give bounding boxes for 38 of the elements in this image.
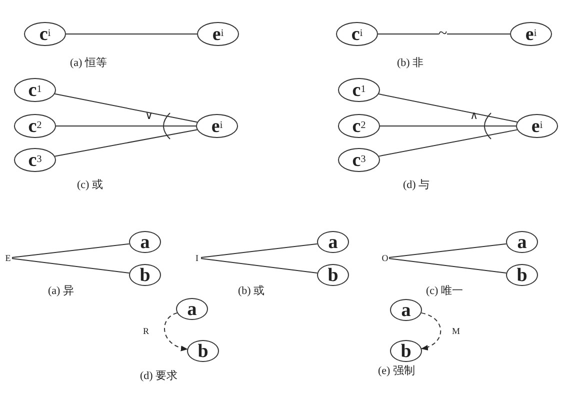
connector-line: [11, 258, 130, 274]
arrow: [420, 312, 442, 350]
connector-line: [54, 129, 198, 157]
connector-line: [200, 243, 318, 258]
connector-line: [388, 258, 507, 274]
node-ellipse: a: [390, 299, 422, 321]
caption: (a) 恒等: [70, 58, 107, 69]
caption: (c) 唯一: [426, 286, 463, 297]
connector-line: [200, 258, 318, 274]
edge-label: M: [452, 326, 460, 336]
node-ellipse: a: [506, 231, 538, 253]
node-ellipse: b: [187, 340, 219, 362]
caption: (c) 或: [77, 180, 103, 191]
caption: (d) 与: [403, 180, 430, 191]
node-ellipse: a: [317, 231, 349, 253]
node-label: I: [193, 252, 201, 264]
caption: (b) 或: [238, 286, 265, 297]
node-ellipse: a: [176, 298, 208, 320]
arrow: [164, 312, 188, 351]
connector-line: [378, 129, 518, 157]
node-ellipse: b: [317, 264, 349, 286]
node-ellipse: a: [129, 231, 161, 253]
edge-label: R: [143, 326, 150, 336]
caption: (d) 要求: [140, 371, 178, 382]
caption: (b) 非: [397, 58, 424, 69]
node-label: E: [4, 252, 12, 264]
caption: (e) 强制: [378, 366, 415, 377]
logic-symbol: ∨: [145, 111, 154, 122]
node-ellipse: b: [506, 264, 538, 286]
node-label: O: [381, 252, 389, 264]
logic-symbol: ∧: [470, 111, 478, 122]
caption: (a) 异: [48, 286, 74, 297]
connector-line: [12, 243, 130, 258]
connector-line: [54, 93, 198, 123]
node-ellipse: b: [390, 340, 422, 362]
connector-line: [378, 94, 518, 122]
connector-line: [388, 243, 507, 258]
node-ellipse: b: [129, 264, 161, 286]
